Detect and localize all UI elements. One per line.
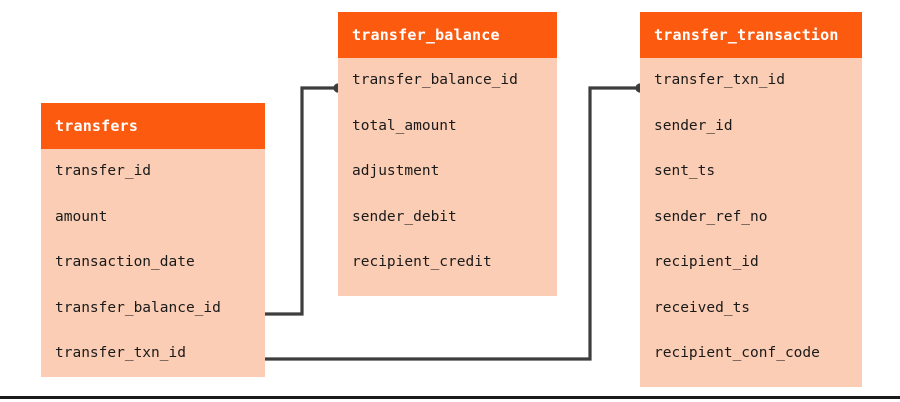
field-transfer-balance-id[interactable]: transfer_balance_id xyxy=(55,299,221,316)
field-amount[interactable]: amount xyxy=(55,208,108,225)
entity-table-transfer-balance[interactable]: transfer_balance transfer_balance_id tot… xyxy=(338,12,557,296)
field-sender-debit[interactable]: sender_debit xyxy=(352,208,457,225)
field-transfer-balance-id[interactable]: transfer_balance_id xyxy=(352,72,518,88)
field-transfer-id[interactable]: transfer_id xyxy=(55,163,152,179)
field-sender-id[interactable]: sender_id xyxy=(654,117,733,134)
entity-fields-transfer-balance: transfer_balance_id total_amount adjustm… xyxy=(338,58,557,296)
field-recipient-credit[interactable]: recipient_credit xyxy=(352,254,492,270)
bottom-divider xyxy=(0,396,900,399)
field-total-amount[interactable]: total_amount xyxy=(352,117,457,134)
field-sent-ts[interactable]: sent_ts xyxy=(654,163,716,179)
relationship-transfers-to-transfer-balance xyxy=(253,83,343,319)
field-transfer-txn-id[interactable]: transfer_txn_id xyxy=(55,345,186,361)
field-received-ts[interactable]: received_ts xyxy=(654,299,751,316)
field-adjustment[interactable]: adjustment xyxy=(352,163,440,179)
field-recipient-conf-code[interactable]: recipient_conf_code xyxy=(654,345,820,361)
entity-title-transfer-balance: transfer_balance xyxy=(338,12,557,58)
field-transfer-txn-id[interactable]: transfer_txn_id xyxy=(654,72,785,88)
entity-title-transfers: transfers xyxy=(41,103,265,149)
entity-fields-transfer-transaction: transfer_txn_id sender_id sent_ts sender… xyxy=(640,58,862,387)
entity-title-transfer-transaction: transfer_transaction xyxy=(640,12,862,58)
entity-table-transfers[interactable]: transfers transfer_id amount transaction… xyxy=(41,103,265,377)
entity-table-transfer-transaction[interactable]: transfer_transaction transfer_txn_id sen… xyxy=(640,12,862,387)
entity-fields-transfers: transfer_id amount transaction_date tran… xyxy=(41,149,265,377)
field-sender-ref-no[interactable]: sender_ref_no xyxy=(654,208,768,225)
field-transaction-date[interactable]: transaction_date xyxy=(55,254,195,270)
relationship-line xyxy=(258,86,338,316)
field-recipient-id[interactable]: recipient_id xyxy=(654,254,759,270)
